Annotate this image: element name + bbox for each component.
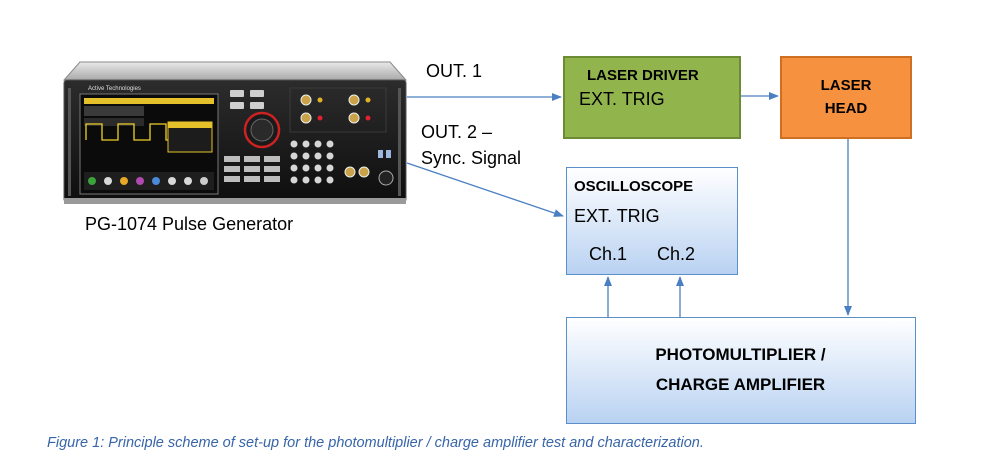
laser-head-line1: LASER — [820, 77, 872, 94]
photomultiplier-line1: PHOTOMULTIPLIER / — [655, 345, 826, 364]
laser-driver-box: LASER DRIVER EXT. TRIG — [563, 56, 741, 139]
photomultiplier-box: PHOTOMULTIPLIER / CHARGE AMPLIFIER — [566, 317, 916, 424]
pulse-generator-image: Active Technologies — [58, 60, 410, 210]
laser-driver-ext-trig: EXT. TRIG — [579, 89, 665, 109]
oscilloscope-ch2: Ch.2 — [657, 244, 696, 264]
laser-head-box: LASER HEAD — [780, 56, 912, 139]
out2-label: OUT. 2 – — [421, 122, 493, 142]
device-brand-text: Active Technologies — [88, 86, 141, 92]
figure-caption: Figure 1: Principle scheme of set-up for… — [47, 435, 704, 451]
laser-head-line2: HEAD — [824, 100, 868, 117]
out1-label: OUT. 1 — [426, 61, 483, 81]
photomultiplier-line2: CHARGE AMPLIFIER — [655, 375, 826, 394]
oscilloscope-ch1: Ch.1 — [589, 244, 628, 264]
arrow-out2-to-oscilloscope — [406, 162, 564, 217]
oscilloscope-box: OSCILLOSCOPE EXT. TRIG Ch.1 Ch.2 — [566, 167, 738, 275]
device-name-label: PG-1074 Pulse Generator — [85, 214, 294, 234]
laser-driver-title: LASER DRIVER — [587, 67, 699, 84]
oscilloscope-title: OSCILLOSCOPE — [574, 178, 694, 195]
sync-signal-label: Sync. Signal — [421, 148, 522, 168]
oscilloscope-ext-trig: EXT. TRIG — [574, 206, 660, 226]
